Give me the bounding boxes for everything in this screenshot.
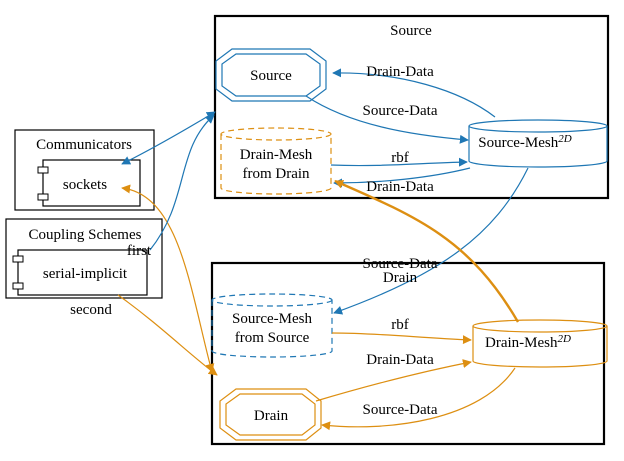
- edge-first: [149, 114, 215, 251]
- drain-mesh-from-drain-line2: from Drain: [242, 166, 310, 182]
- sockets-node[interactable]: sockets: [37, 159, 141, 207]
- edge-label-drain-cross: Drain: [383, 270, 418, 286]
- edge-label-drain-data-mid: Drain-Data: [366, 179, 434, 195]
- communicators-cluster: Communicators: [14, 129, 155, 211]
- drain-mesh-node[interactable]: Drain-Mesh2D: [472, 319, 608, 368]
- source-mesh-from-source-line2: from Source: [235, 330, 310, 346]
- edge-source-mesh-to-drain-mesh-from-drain: [333, 167, 471, 188]
- serial-implicit-label: serial-implicit: [43, 266, 128, 282]
- edge-label-drain-data-top: Drain-Data: [366, 64, 434, 80]
- edge-rbf-top: [330, 157, 468, 167]
- source-participant-node[interactable]: Source: [215, 48, 327, 102]
- edge-second: [117, 294, 218, 376]
- edge-drain-mesh-to-drain-mesh-from-drain: [334, 179, 520, 323]
- edge-label-source-data-top: Source-Data: [363, 103, 438, 119]
- source-mesh-label: Source-Mesh2D: [478, 133, 571, 151]
- edge-drain-to-drain-mesh: [315, 359, 472, 402]
- edge-label-rbf-top: rbf: [391, 150, 409, 166]
- drain-mesh-from-drain-node[interactable]: Drain-Mesh from Drain: [220, 127, 332, 195]
- source-cluster-label: Source: [390, 23, 432, 39]
- communicators-cluster-label: Communicators: [36, 137, 132, 153]
- sockets-label: sockets: [63, 177, 107, 193]
- edge-source-to-source-mesh: [305, 95, 469, 144]
- source-cluster: Source: [213, 14, 610, 200]
- drain-mesh-label: Drain-Mesh2D: [485, 333, 571, 351]
- edge-sockets-drain: [121, 184, 215, 373]
- edge-label-second: second: [70, 302, 112, 318]
- edge-drain-mesh-to-drain: [321, 367, 516, 431]
- edge-label-first: first: [127, 243, 152, 259]
- drain-participant-label: Drain: [254, 408, 289, 424]
- source-mesh-from-source-node[interactable]: Source-Mesh from Source: [211, 293, 333, 358]
- edge-source-mesh-to-source-mesh-from-source: [333, 167, 529, 315]
- drain-mesh-from-drain-line1: Drain-Mesh: [240, 147, 313, 163]
- edge-sockets-source: [121, 111, 216, 165]
- drain-participant-node[interactable]: Drain: [219, 388, 322, 441]
- source-mesh-from-source-line1: Source-Mesh: [232, 311, 312, 327]
- edge-rbf-bottom: [331, 332, 472, 345]
- edge-label-source-data-bottom: Source-Data: [363, 402, 438, 418]
- edge-source-mesh-to-source: [332, 68, 496, 118]
- edge-label-drain-data-bottom: Drain-Data: [366, 352, 434, 368]
- edge-label-rbf-bottom: rbf: [391, 317, 409, 333]
- edge-label-source-data-cross: Source-Data: [363, 256, 438, 272]
- coupling-cluster-label: Coupling Schemes: [29, 227, 142, 243]
- source-participant-label: Source: [250, 68, 292, 84]
- source-mesh-node[interactable]: Source-Mesh2D: [468, 119, 608, 168]
